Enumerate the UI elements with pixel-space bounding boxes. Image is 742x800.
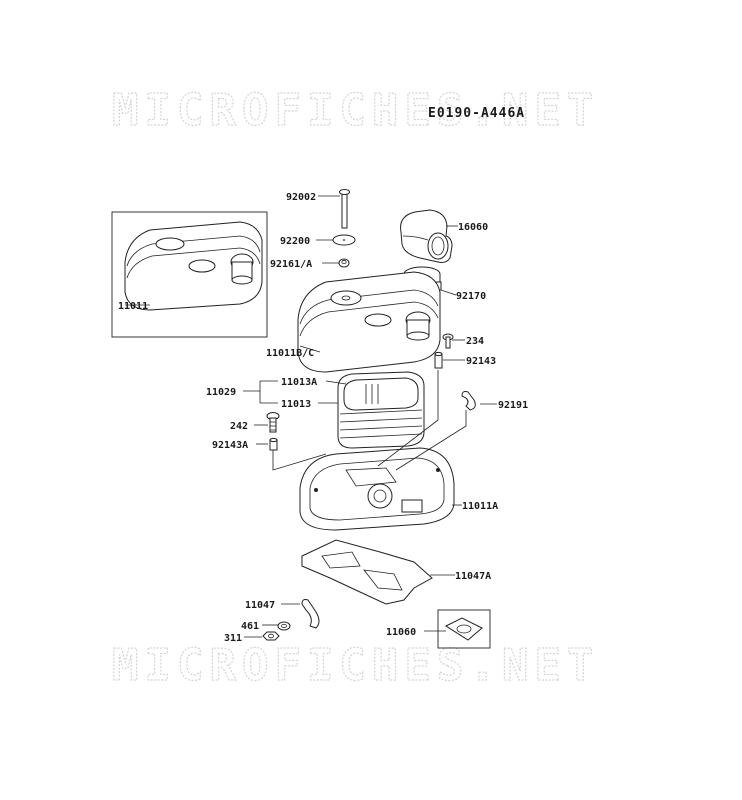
part-92002-bolt — [339, 189, 350, 229]
label-11047A: 11047A — [455, 571, 491, 582]
label-92200: 92200 — [280, 236, 310, 247]
gasket-frame — [437, 609, 491, 649]
label-92143A: 92143A — [212, 440, 248, 451]
leader-lines — [125, 195, 497, 638]
label-92170: 92170 — [456, 291, 486, 302]
part-311-nut — [262, 631, 280, 641]
part-11011A-base — [299, 447, 455, 531]
label-11029: 11029 — [206, 387, 236, 398]
label-92143: 92143 — [466, 356, 496, 367]
label-11011: 11011 — [118, 301, 148, 312]
part-92161A-nut — [338, 258, 350, 268]
part-92191-hose — [461, 391, 476, 411]
part-234-screw — [442, 333, 454, 349]
part-16060-elbow — [400, 209, 453, 263]
part-11047-bracket — [301, 599, 320, 629]
label-11011BC: 11011B/C — [266, 348, 314, 359]
part-11060-gasket — [444, 617, 483, 641]
label-242: 242 — [230, 421, 248, 432]
part-92200-washer — [332, 234, 356, 246]
label-16060: 16060 — [458, 222, 488, 233]
watermark-top: MICROFICHES.NET — [112, 85, 599, 136]
watermark-bottom: MICROFICHES.NET — [112, 640, 599, 691]
label-92161A: 92161/A — [270, 259, 312, 270]
label-11060: 11060 — [386, 627, 416, 638]
label-11013: 11013 — [281, 399, 311, 410]
inset-frame — [111, 211, 268, 338]
inset-cover-11011 — [124, 221, 263, 311]
diagram-code: E0190-A446A — [428, 106, 525, 121]
part-92143A-pipe — [269, 437, 278, 451]
label-461: 461 — [241, 621, 259, 632]
part-11011BC-cover — [297, 271, 441, 373]
part-242-screw — [266, 412, 280, 433]
label-11047: 11047 — [245, 600, 275, 611]
label-11011A: 11011A — [462, 501, 498, 512]
part-92143-pipe — [434, 351, 443, 369]
label-92002: 92002 — [286, 192, 316, 203]
part-labels: 92002 16060 92200 92161/A 92170 11011 23… — [118, 192, 528, 644]
label-11013A: 11013A — [281, 377, 317, 388]
part-11013-filter — [337, 371, 425, 449]
part-11047A-shield — [301, 539, 433, 605]
label-92191: 92191 — [498, 400, 528, 411]
label-311: 311 — [224, 633, 242, 644]
part-461-washer — [277, 621, 291, 631]
label-234: 234 — [466, 336, 484, 347]
